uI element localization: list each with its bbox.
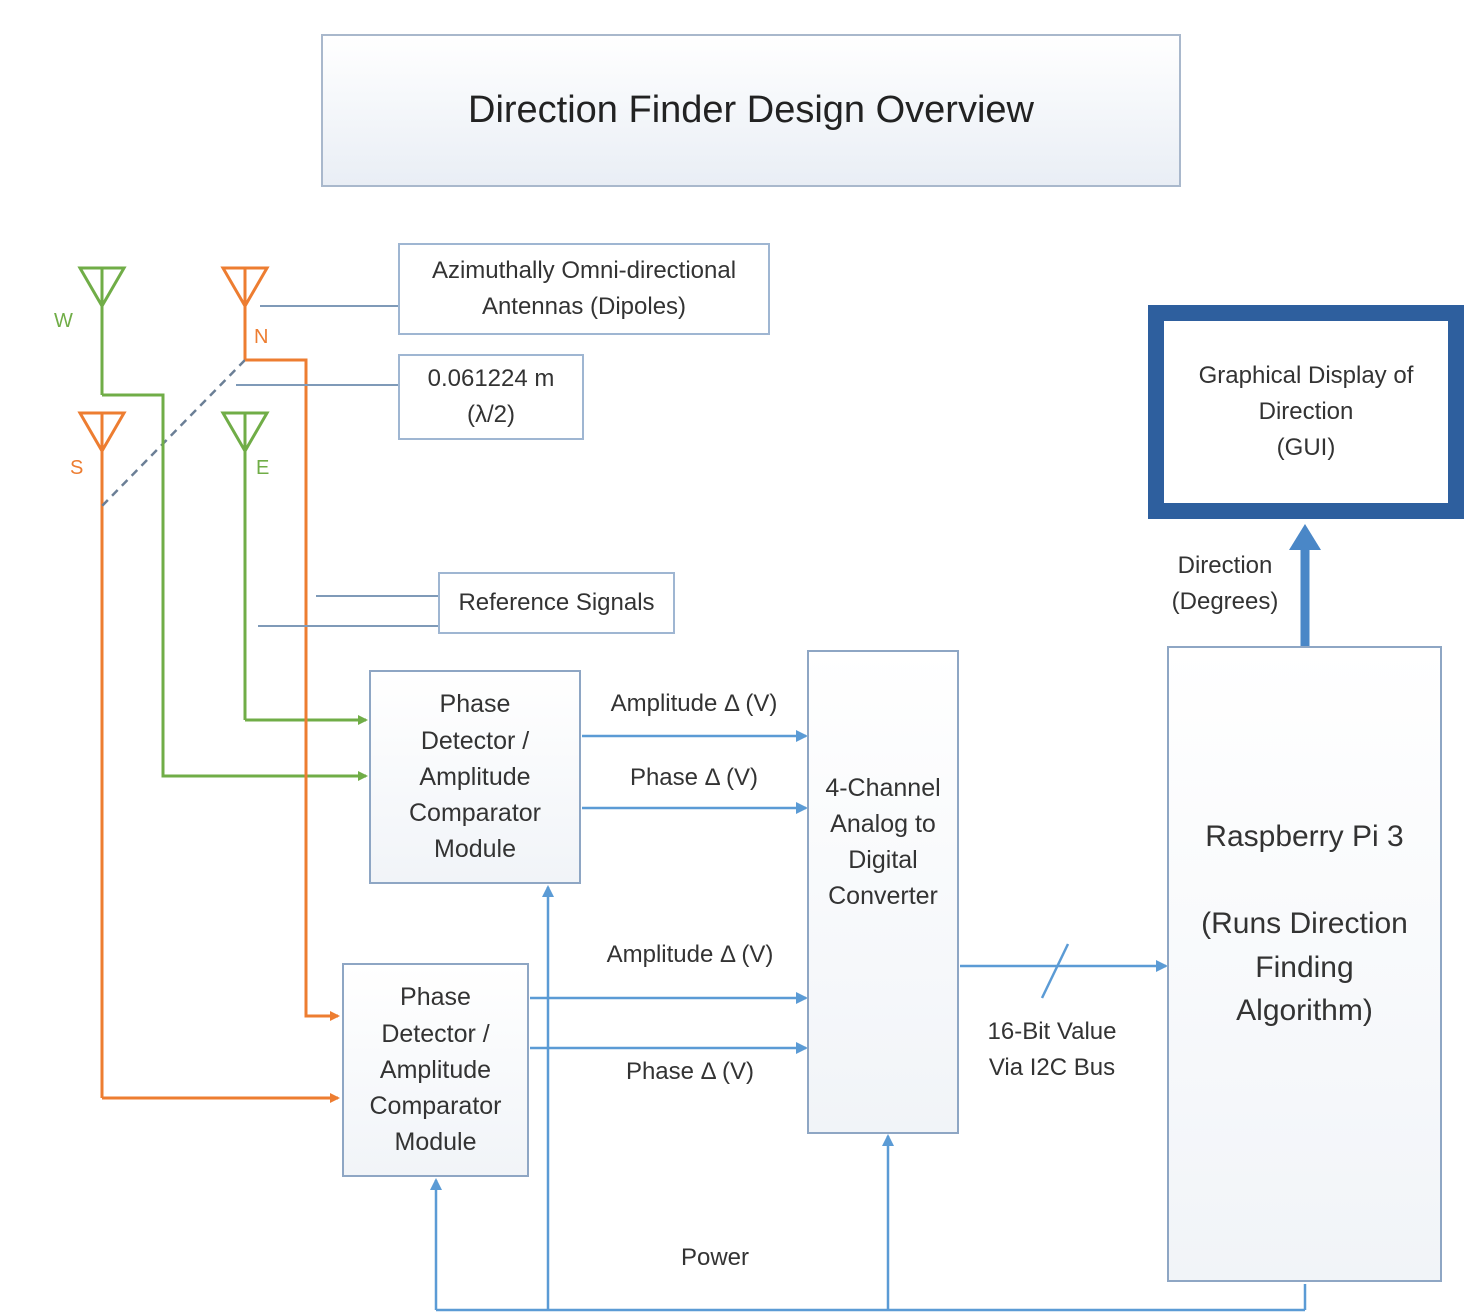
raspberry-pi-block: Raspberry Pi 3 (Runs Direction Finding A… <box>1167 646 1442 1282</box>
antenna-label-w: W <box>54 310 73 332</box>
phase-detector-module-top: Phase Detector / Amplitude Comparator Mo… <box>369 670 581 884</box>
gui-display-block: Graphical Display of Direction (GUI) <box>1148 305 1464 519</box>
label-amplitude-top: Amplitude Δ (V) <box>610 690 778 717</box>
note-reference-signals: Reference Signals <box>438 572 675 634</box>
antenna-label-n: N <box>254 326 269 348</box>
label-power: Power <box>680 1244 750 1271</box>
label-direction: Direction (Degrees) <box>1171 552 1279 615</box>
antenna-n-icon <box>220 266 270 360</box>
note-antennas: Azimuthally Omni-directional Antennas (D… <box>398 243 770 335</box>
spacing-dashed-line <box>101 359 246 507</box>
label-amplitude-bottom: Amplitude Δ (V) <box>606 941 774 968</box>
gui-label: Graphical Display of Direction (GUI) <box>1198 362 1414 461</box>
wire-n <box>245 358 340 1021</box>
raspberry-pi-label: Raspberry Pi 3 (Runs Direction Finding A… <box>1201 820 1408 1028</box>
note-antennas-text: Azimuthally Omni-directional Antennas (D… <box>431 257 737 320</box>
note-reference-text: Reference Signals <box>458 589 655 616</box>
antenna-s-icon <box>77 411 127 1098</box>
label-phase-top: Phase Δ (V) <box>629 764 759 791</box>
module-top-label: Phase Detector / Amplitude Comparator Mo… <box>409 690 541 864</box>
wire-w <box>102 393 368 781</box>
phase-detector-module-bottom: Phase Detector / Amplitude Comparator Mo… <box>342 963 529 1177</box>
adc-block: 4-Channel Analog to Digital Converter <box>807 650 959 1134</box>
diagram-title-text: Direction Finder Design Overview <box>468 89 1034 131</box>
antenna-e-icon <box>220 411 270 720</box>
label-bus: 16-Bit Value Via I2C Bus <box>987 1018 1117 1081</box>
antenna-w-icon <box>77 266 127 395</box>
antenna-label-e: E <box>256 457 270 479</box>
antenna-label-s: S <box>70 457 84 479</box>
bus-slash <box>1040 943 1070 999</box>
label-phase-bottom: Phase Δ (V) <box>625 1058 755 1085</box>
note-spacing-text: 0.061224 m (λ/2) <box>427 365 555 428</box>
note-spacing: 0.061224 m (λ/2) <box>398 354 584 440</box>
diagram-title: Direction Finder Design Overview <box>321 34 1181 187</box>
adc-label: 4-Channel Analog to Digital Converter <box>825 773 941 911</box>
module-bottom-label: Phase Detector / Amplitude Comparator Mo… <box>369 983 502 1157</box>
